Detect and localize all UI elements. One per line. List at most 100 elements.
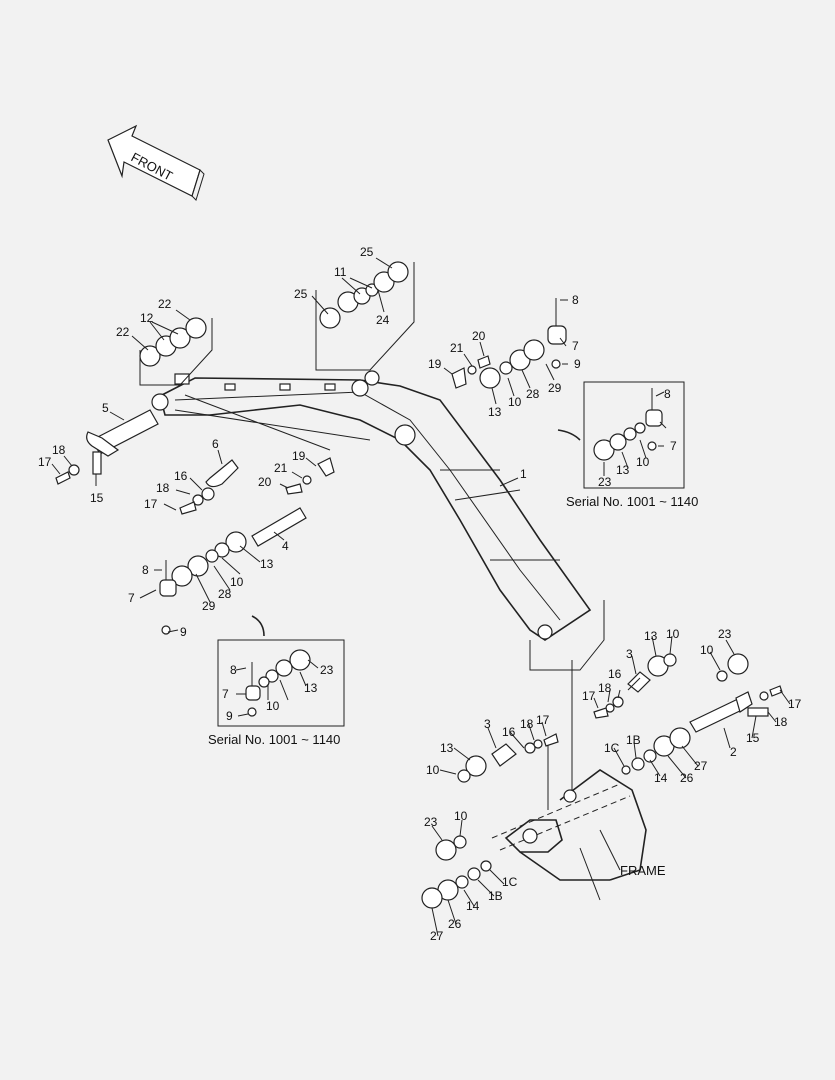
callout: 18: [774, 715, 788, 729]
callout: 1: [520, 467, 527, 481]
callout: 27: [430, 929, 444, 943]
callout: 20: [258, 475, 272, 489]
callout: 10: [230, 575, 244, 589]
callout: 18: [52, 443, 66, 457]
callout: 5: [102, 401, 109, 415]
frame-structure: FRAME: [491, 769, 666, 901]
callout: 7: [670, 439, 677, 453]
callout: 19: [428, 357, 442, 371]
serial-box-upper: Serial No. 1001 ~ 1140: [557, 381, 698, 509]
pin-upper-right-group: [451, 298, 567, 389]
callout: 29: [548, 381, 562, 395]
callout: 17: [38, 455, 52, 469]
callout: 10: [666, 627, 680, 641]
callout: 4: [282, 539, 289, 553]
callout: 3: [484, 717, 491, 731]
callout: 7: [572, 339, 579, 353]
callout: 29: [202, 599, 216, 613]
callout: 9: [226, 709, 233, 723]
callout: 26: [448, 917, 462, 931]
callout: 23: [320, 663, 334, 677]
callout: 21: [450, 341, 464, 355]
callout: 7: [222, 687, 229, 701]
callout: 13: [304, 681, 318, 695]
callout: 13: [616, 463, 630, 477]
callout: 3: [626, 647, 633, 661]
callout: 18: [520, 717, 534, 731]
callout: 13: [644, 629, 658, 643]
callout: 1C: [502, 875, 518, 889]
callout: 17: [788, 697, 802, 711]
callout: 24: [376, 313, 390, 327]
callout: 13: [260, 557, 274, 571]
pin-3-group: [457, 733, 559, 783]
callout: 28: [218, 587, 232, 601]
leader-lines: [51, 257, 791, 937]
callout: 6: [212, 437, 219, 451]
callout: 22: [158, 297, 172, 311]
pin-2-group: [593, 653, 783, 733]
pin-6-group: [179, 459, 239, 515]
callout: 25: [360, 245, 374, 259]
callout: 11: [334, 265, 347, 279]
callout: 12: [140, 311, 154, 325]
callout: 17: [144, 497, 158, 511]
callout: 14: [654, 771, 668, 785]
callout: 23: [424, 815, 438, 829]
callout: 22: [116, 325, 130, 339]
callout-labels: 25 11 25 24 22 12 22 5 18 17 15 20 21 19…: [38, 245, 802, 943]
pin-1-right-washers: [621, 727, 691, 775]
callout: 26: [680, 771, 694, 785]
frame-label: FRAME: [620, 863, 666, 878]
callout: 8: [572, 293, 579, 307]
callout: 10: [700, 643, 714, 657]
callout: 25: [294, 287, 308, 301]
callout: 9: [574, 357, 581, 371]
callout: 17: [582, 689, 596, 703]
pin-5: [55, 409, 159, 485]
bracket-19-group: [285, 457, 335, 495]
callout: 20: [472, 329, 486, 343]
callout: 21: [274, 461, 288, 475]
callout: 27: [694, 759, 708, 773]
callout: 18: [598, 681, 612, 695]
callout: 1C: [604, 741, 620, 755]
callout: 16: [174, 469, 188, 483]
callout-box-left: [139, 317, 213, 386]
callout: 10: [266, 699, 280, 713]
callout: 28: [526, 387, 540, 401]
callout: 8: [664, 387, 671, 401]
callout: 7: [128, 591, 135, 605]
callout: 9: [180, 625, 187, 639]
callout: 10: [426, 763, 440, 777]
pin-4-group: [159, 507, 307, 635]
callout: 23: [598, 475, 612, 489]
serial-caption-lower: Serial No. 1001 ~ 1140: [208, 732, 340, 747]
callout: 8: [142, 563, 149, 577]
callout-box-top: [315, 261, 415, 371]
callout: 13: [440, 741, 454, 755]
callout: 1B: [626, 733, 641, 747]
callout: 2: [730, 745, 737, 759]
callout: 15: [90, 491, 104, 505]
callout: 16: [502, 725, 516, 739]
callout: 18: [156, 481, 170, 495]
callout: 19: [292, 449, 306, 463]
callout: 16: [608, 667, 622, 681]
callout: 13: [488, 405, 502, 419]
callout: 23: [718, 627, 732, 641]
boom-assembly: [151, 370, 592, 641]
callout: 10: [454, 809, 468, 823]
front-arrow-icon: FRONT: [107, 124, 205, 201]
pin-1-left-washers: [421, 835, 492, 909]
callout: 8: [230, 663, 237, 677]
boom-foot-box: [529, 600, 605, 810]
callout: 17: [536, 713, 550, 727]
callout: 15: [746, 731, 760, 745]
callout: 1B: [488, 889, 503, 903]
serial-caption-upper: Serial No. 1001 ~ 1140: [566, 494, 698, 509]
serial-box-lower: Serial No. 1001 ~ 1140: [208, 615, 345, 747]
callout: 14: [466, 899, 480, 913]
callout: 10: [636, 455, 650, 469]
